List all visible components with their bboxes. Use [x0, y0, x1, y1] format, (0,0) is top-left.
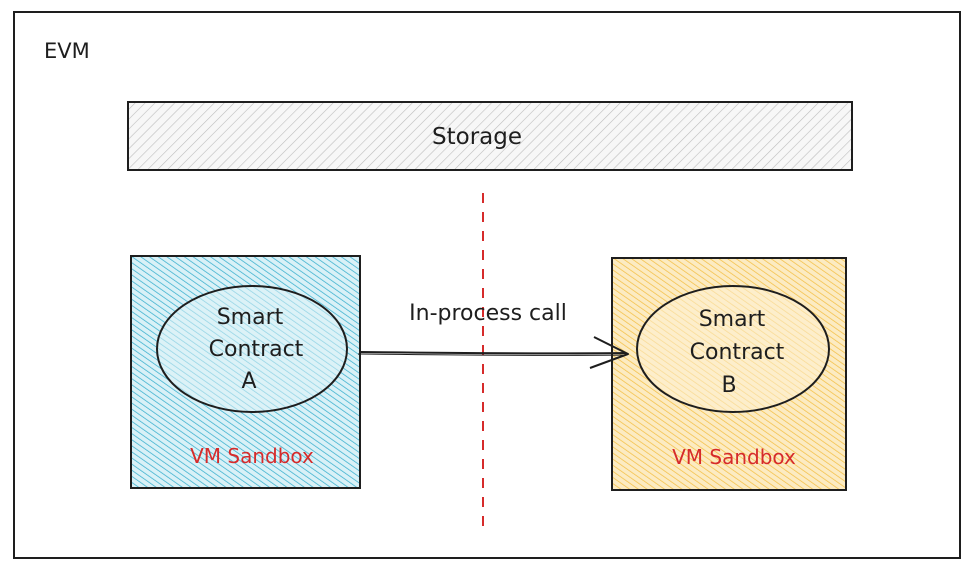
- contract-a-line1: Smart: [217, 305, 284, 330]
- evm-label: EVM: [44, 39, 90, 63]
- sandbox-a: Smart Contract A VM Sandbox: [130, 255, 361, 489]
- contract-a-line3: A: [241, 369, 256, 394]
- in-process-call-arrow: [357, 336, 629, 369]
- in-process-call-label: In-process call: [409, 301, 567, 326]
- smart-contract-b-ellipse: [636, 285, 830, 413]
- sandbox-b: Smart Contract B VM Sandbox: [611, 257, 847, 491]
- contract-b-line1: Smart: [699, 307, 766, 332]
- sandbox-b-label: VM Sandbox: [672, 445, 796, 469]
- contract-b-line2: Contract: [690, 340, 785, 365]
- storage-block: Storage: [127, 101, 853, 171]
- contract-a-line2: Contract: [209, 337, 304, 362]
- storage-label: Storage: [432, 124, 522, 150]
- sandbox-a-label: VM Sandbox: [190, 444, 314, 468]
- evm-container: [13, 11, 961, 559]
- contract-b-line3: B: [721, 373, 736, 398]
- smart-contract-a-ellipse: [156, 285, 348, 413]
- arrow-head-icon: [589, 336, 629, 369]
